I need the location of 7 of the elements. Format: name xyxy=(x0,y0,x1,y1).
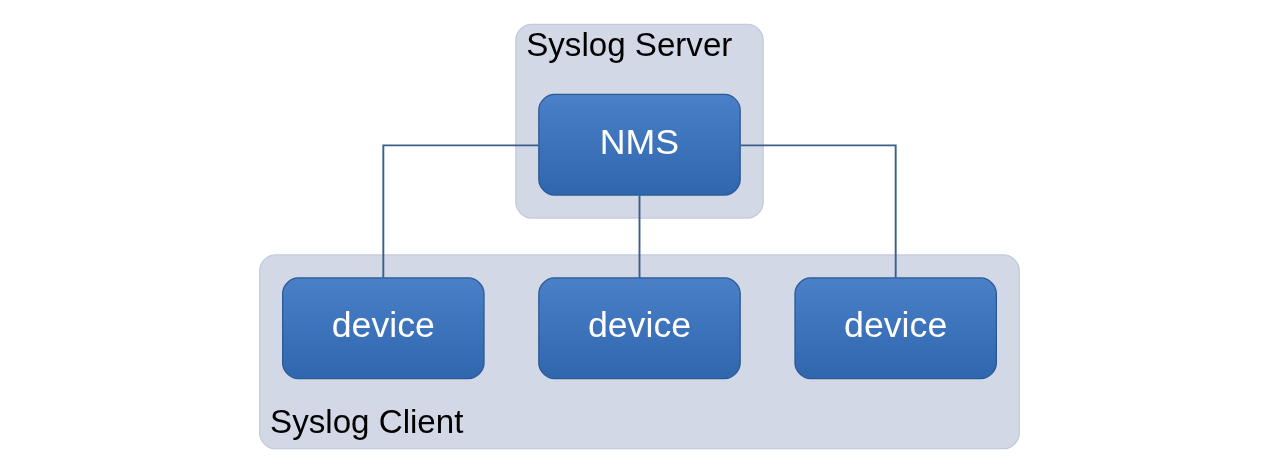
connector xyxy=(638,193,641,279)
node-box: NMS xyxy=(538,93,741,196)
node-box: device xyxy=(794,276,997,379)
connector xyxy=(382,143,540,279)
node-box: device xyxy=(282,276,485,379)
connector xyxy=(739,143,897,279)
node-box: device xyxy=(538,276,741,379)
